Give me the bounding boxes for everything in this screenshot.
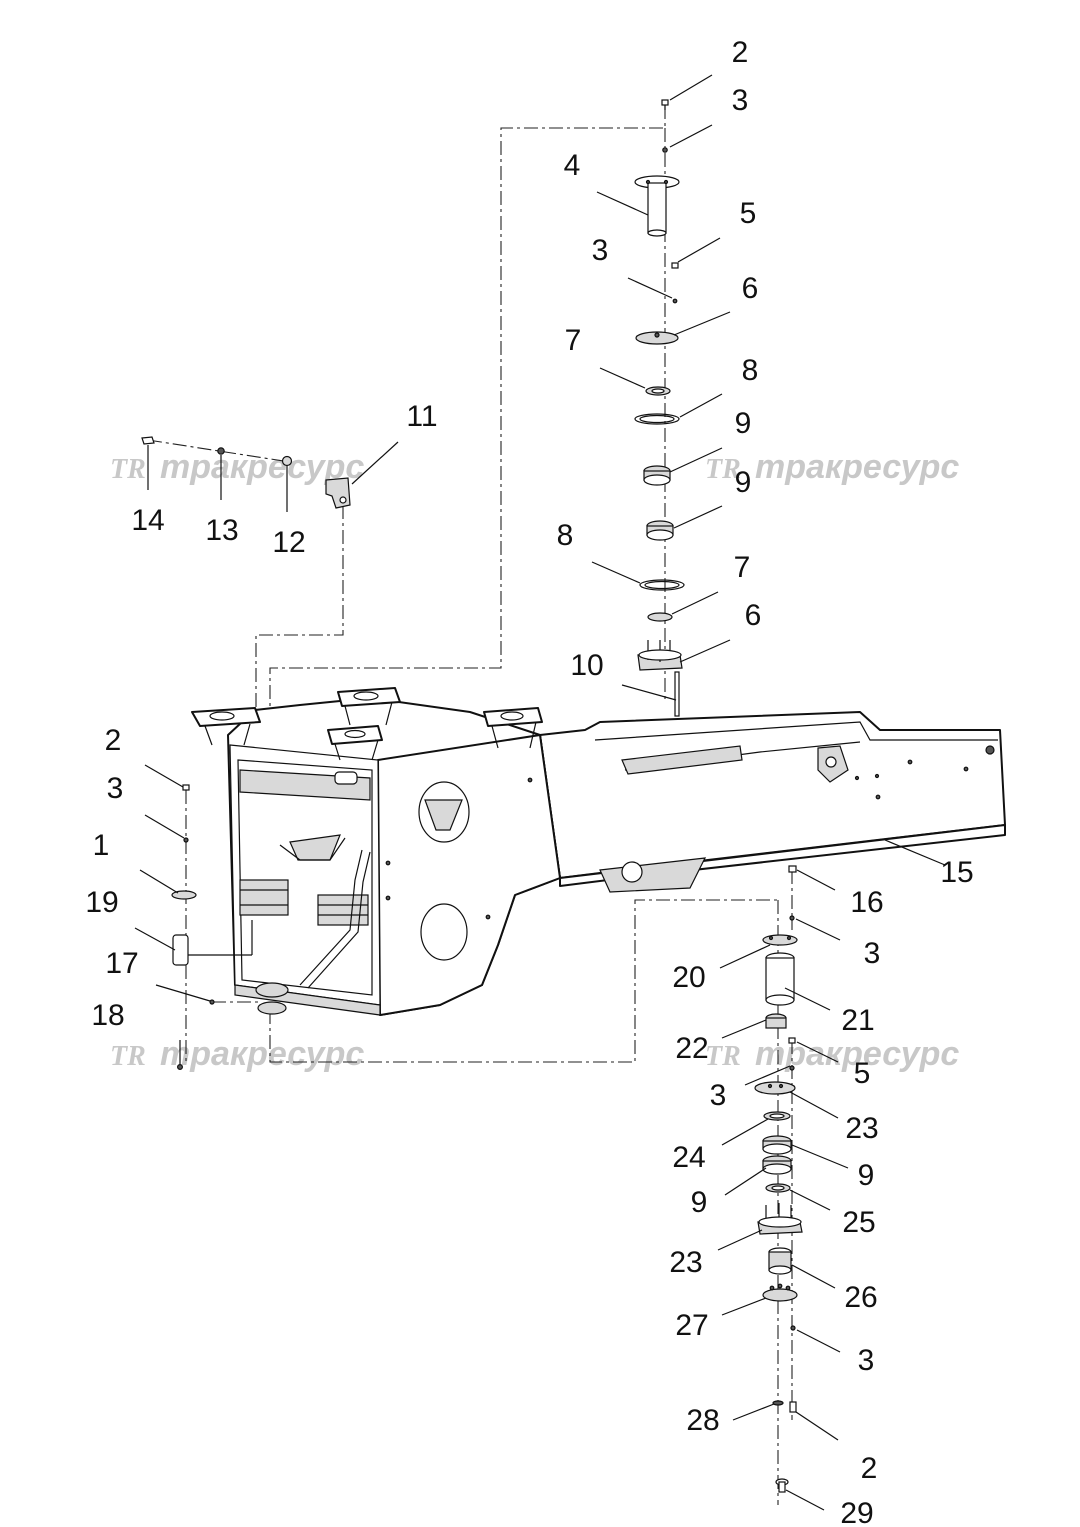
callout-number: 25 [842, 1206, 875, 1239]
callout-number: 17 [105, 947, 138, 980]
callout-number: 7 [565, 324, 582, 357]
watermark: TR тракресурс [110, 1035, 364, 1073]
watermark-logo: TR [705, 1041, 741, 1072]
callout-number: 3 [864, 937, 881, 970]
callout-number: 18 [91, 999, 124, 1032]
callout-number: 20 [672, 961, 705, 994]
watermark-logo: TR [110, 454, 146, 485]
upper-pivot-stack [634, 99, 685, 717]
callout-number: 15 [940, 856, 973, 889]
callout-number: 4 [564, 149, 581, 182]
watermark-text: тракресурс [755, 448, 959, 486]
callout-number: 3 [858, 1344, 875, 1377]
callout-number: 12 [272, 526, 305, 559]
callout-number: 29 [840, 1497, 873, 1527]
callout-number: 3 [107, 772, 124, 805]
callout-number: 23 [669, 1246, 702, 1279]
left-pin-stack [171, 784, 215, 1070]
callout-number: 2 [732, 36, 749, 69]
callout-number: 8 [557, 519, 574, 552]
callout-number: 10 [570, 649, 603, 682]
callout-number: 13 [205, 514, 238, 547]
callout-number: 5 [740, 197, 757, 230]
callout-number: 2 [861, 1452, 878, 1485]
callout-number: 1 [93, 829, 110, 862]
callout-number: 22 [675, 1032, 708, 1065]
watermark: TR тракресурс [705, 448, 959, 486]
callout-number: 9 [691, 1186, 708, 1219]
lower-pivot-stack [754, 865, 803, 1493]
callout-number: 19 [85, 886, 118, 919]
callout-number: 28 [686, 1404, 719, 1437]
callout-number: 6 [742, 272, 759, 305]
callout-number: 5 [854, 1057, 871, 1090]
callout-number: 11 [406, 400, 437, 433]
callout-number: 26 [844, 1281, 877, 1314]
callout-number: 21 [841, 1004, 874, 1037]
callout-number: 7 [734, 551, 751, 584]
callout-number: 9 [858, 1159, 875, 1192]
callout-number: 8 [742, 354, 759, 387]
bracket-assembly [141, 436, 351, 509]
callout-number: 2 [105, 724, 122, 757]
callout-number: 6 [745, 599, 762, 632]
callout-number: 27 [675, 1309, 708, 1342]
watermark-logo: TR [110, 1041, 146, 1072]
callout-number: 14 [131, 504, 164, 537]
main-frame [191, 687, 1006, 1016]
watermark-text: тракресурс [160, 1035, 364, 1073]
callout-number: 23 [845, 1112, 878, 1145]
callout-number: 3 [592, 234, 609, 267]
callout-number: 9 [735, 407, 752, 440]
watermark-logo: TR [705, 454, 741, 485]
callout-number: 9 [735, 466, 752, 499]
leader-lines [134, 74, 946, 1511]
callout-number: 3 [710, 1079, 727, 1112]
callout-number: 16 [850, 886, 883, 919]
callout-number: 24 [672, 1141, 705, 1174]
callout-number: 3 [732, 84, 749, 117]
